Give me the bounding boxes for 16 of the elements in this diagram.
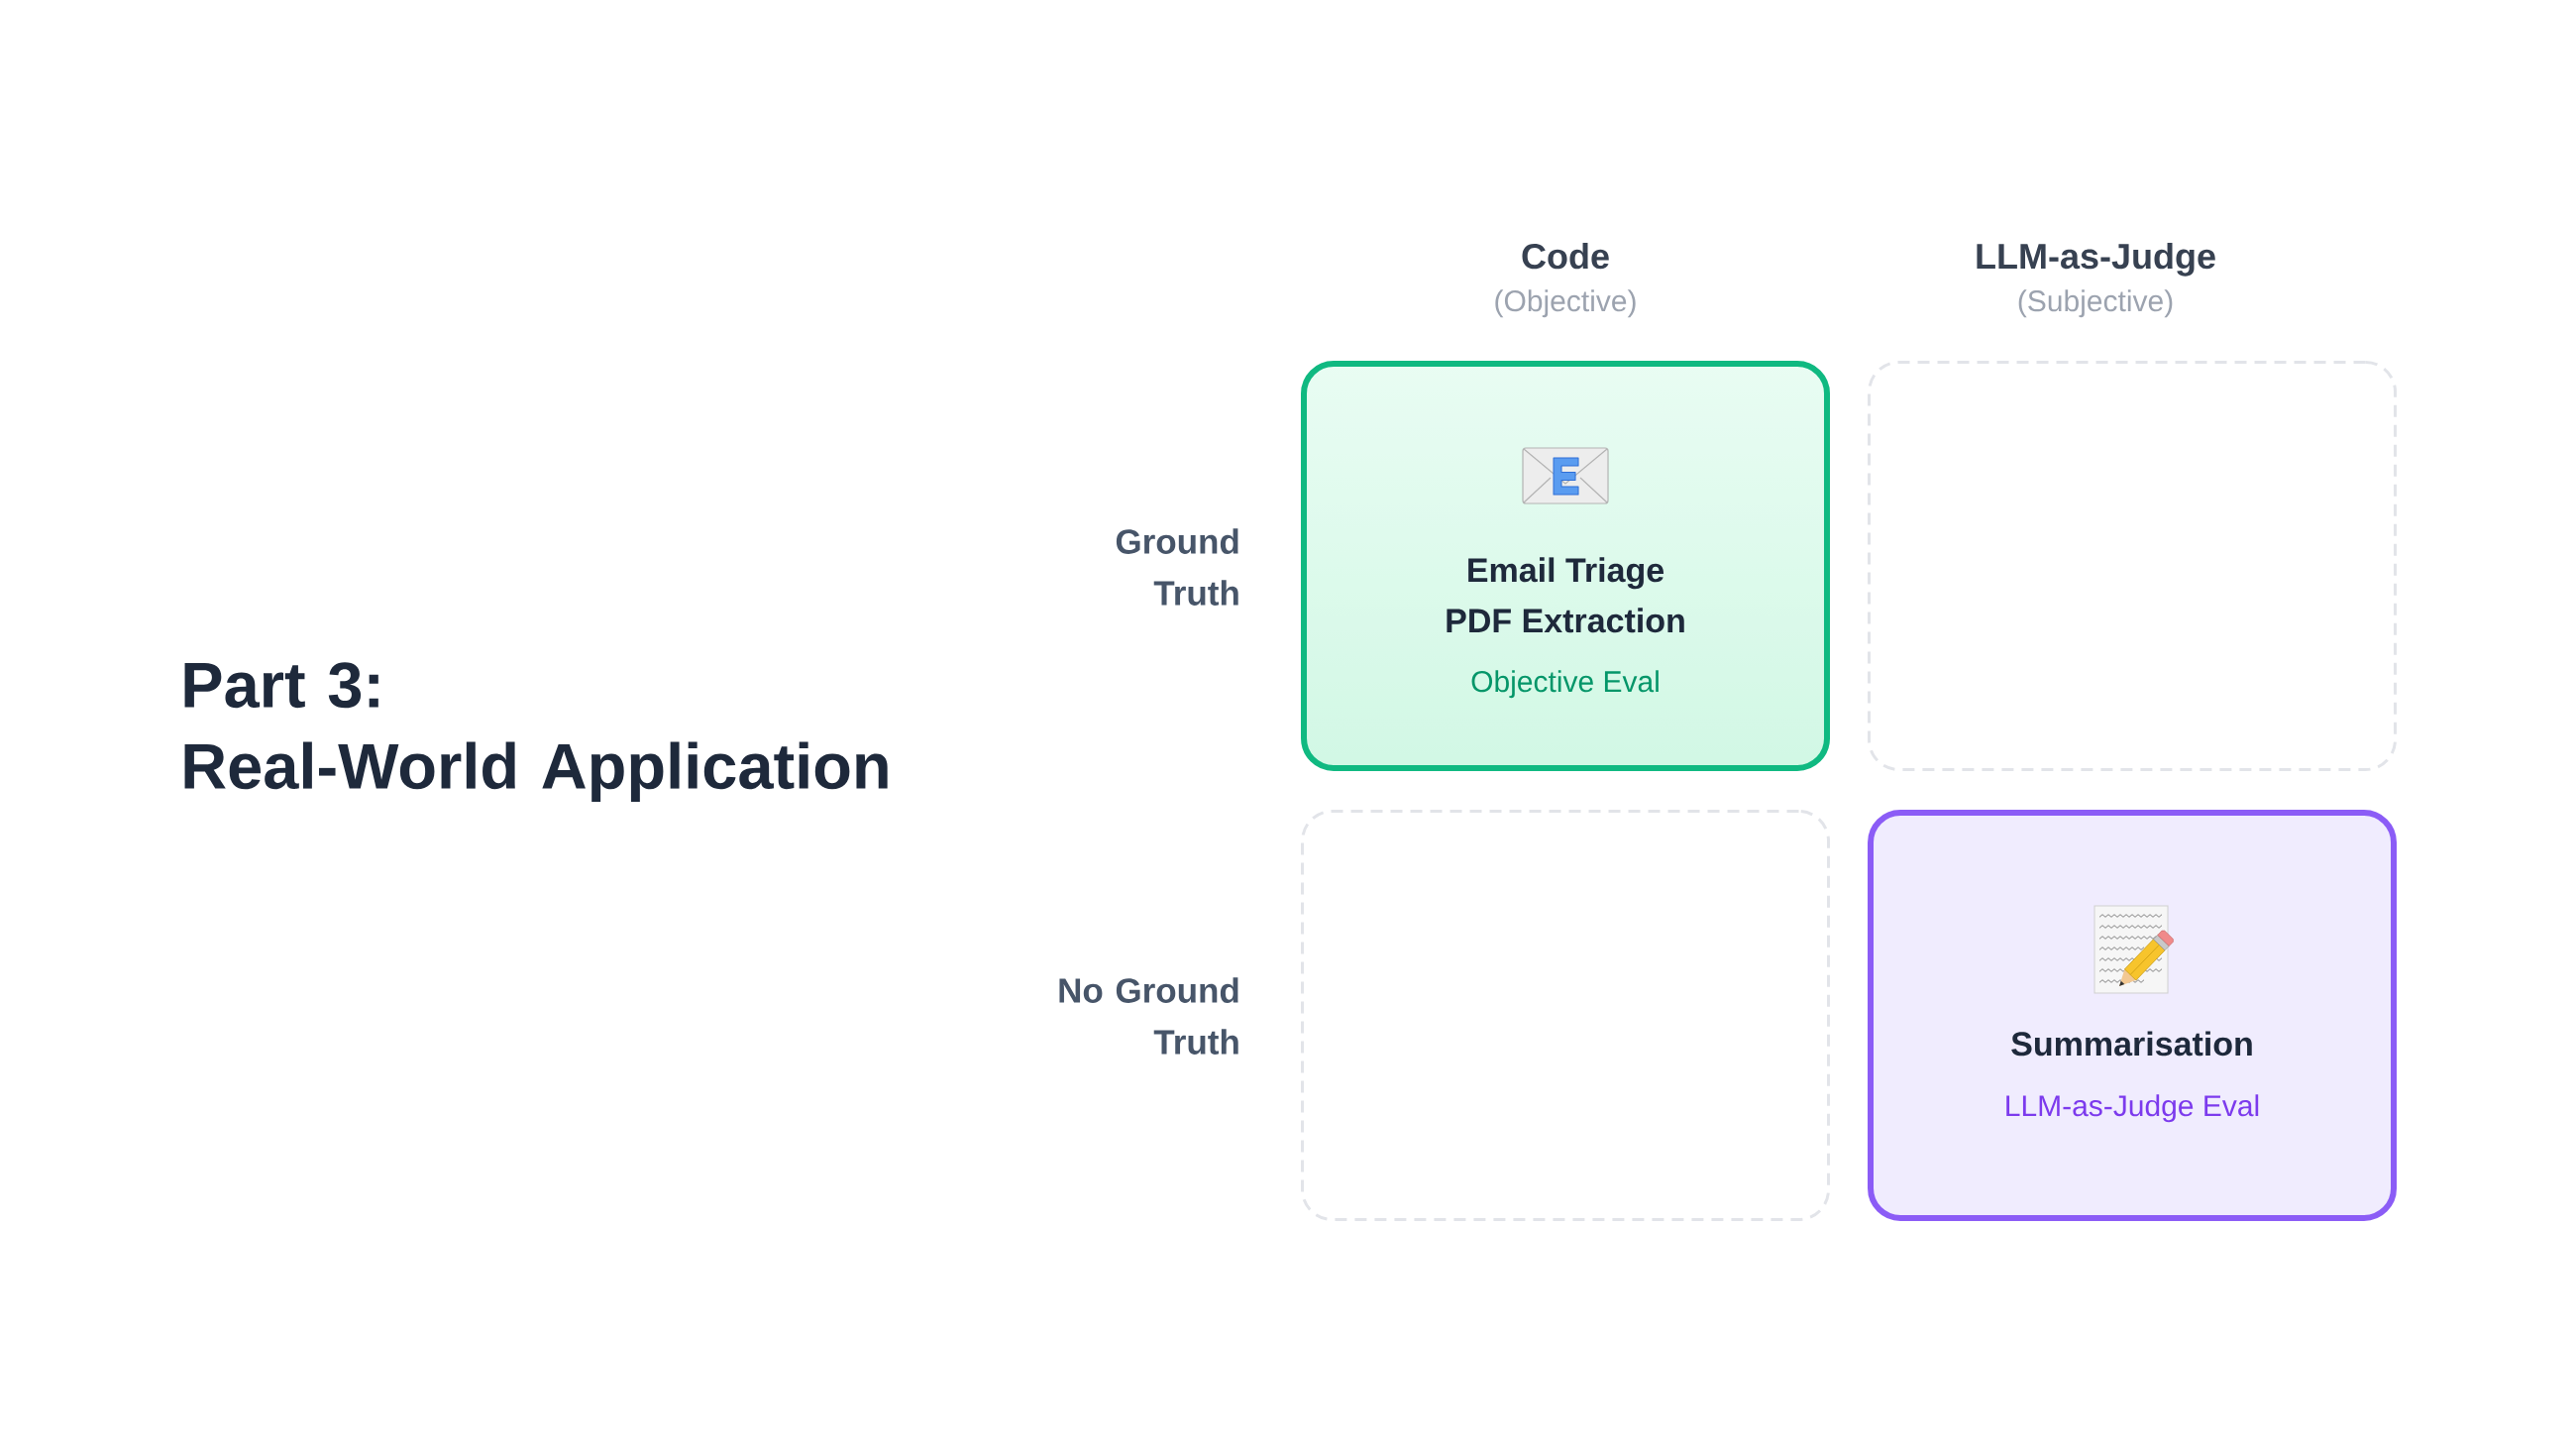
column-header: LLM-as-Judge xyxy=(1977,242,2215,277)
eval-method-label: Objective Eval xyxy=(1471,670,1659,699)
column-header: Code xyxy=(1522,242,1609,270)
quadrant-card xyxy=(1868,810,2398,1221)
task-title: Summarisation xyxy=(2011,1031,2252,1057)
quadrant-card xyxy=(1301,361,1830,771)
task-title: Email Triage xyxy=(1468,557,1664,590)
eval-method-label: LLM-as-Judge Eval xyxy=(2006,1094,2259,1123)
empty-quadrant xyxy=(1868,361,2398,771)
task-title: PDF Extraction xyxy=(1447,608,1684,633)
empty-quadrant xyxy=(1301,810,1830,1221)
row-label: No Ground Truth xyxy=(1059,977,1238,1055)
column-subheader: (Objective) xyxy=(1495,289,1636,318)
row-label: Ground Truth xyxy=(1116,528,1238,606)
slide-title: Part 3: Real-World Application xyxy=(184,662,888,803)
column-subheader: (Subjective) xyxy=(2018,289,2173,318)
